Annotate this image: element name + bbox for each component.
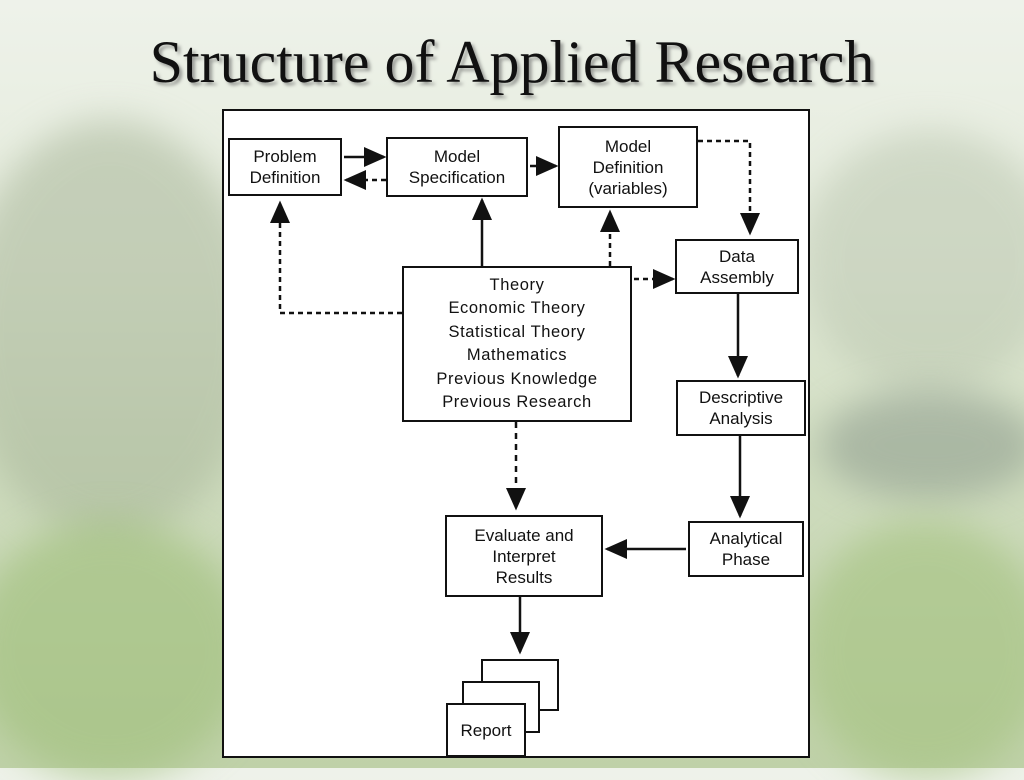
background-grass-right [800, 520, 1024, 780]
report-box: Report [446, 703, 526, 757]
theory-line-1: Theory [489, 275, 545, 294]
model-definition-line-2: Definition [592, 157, 664, 177]
theory-line-4: Mathematics [466, 346, 568, 364]
theory-line-5: Previous Knowledge [436, 369, 598, 388]
arrow-theory-to-problem [270, 200, 402, 315]
model-definition-line-3: (variables) [588, 178, 668, 198]
theory-line-2: Economic Theory [448, 299, 586, 317]
theory-line-3: Statistical Theory [448, 322, 586, 341]
report-label: Report [460, 720, 512, 740]
model-specification-line-1: Model [433, 147, 481, 166]
analytical-phase-line-1: Analytical [709, 529, 783, 548]
arrow-model-def-to-data-assembly [698, 139, 760, 236]
background-mountain-left [0, 120, 260, 540]
evaluate-results-box: Evaluate and Interpret Results [445, 515, 603, 597]
descriptive-analysis-box: Descriptive Analysis [676, 380, 806, 436]
analytical-phase-box: Analytical Phase [688, 521, 804, 577]
model-specification-line-2: Specification [408, 168, 506, 187]
model-specification-box: Model Specification [386, 137, 528, 197]
theory-line-6: Previous Research [442, 393, 592, 411]
problem-definition-box: Problem Definition [228, 138, 342, 196]
descriptive-analysis-line-2: Analysis [709, 409, 773, 428]
evaluate-results-line-2: Interpret [492, 546, 556, 566]
background-mountain-right [800, 130, 1024, 390]
evaluate-results-line-3: Results [495, 567, 553, 587]
theory-box: Theory Economic Theory Statistical Theor… [402, 266, 632, 422]
model-definition-box: Model Definition (variables) [558, 126, 698, 208]
page-title: Structure of Applied Research [149, 29, 875, 95]
data-assembly-box: Data Assembly [675, 239, 799, 294]
descriptive-analysis-line-1: Descriptive [698, 388, 784, 407]
problem-definition-line-2: Definition [249, 168, 321, 187]
data-assembly-line-1: Data [719, 246, 755, 266]
problem-definition-line-1: Problem [253, 147, 317, 166]
data-assembly-line-2: Assembly [700, 267, 774, 287]
background-grass-left [0, 520, 250, 780]
background-lake [820, 390, 1024, 500]
evaluate-results-line-1: Evaluate and [474, 525, 574, 545]
model-definition-line-1: Model [604, 136, 652, 156]
analytical-phase-line-2: Phase [721, 550, 771, 569]
